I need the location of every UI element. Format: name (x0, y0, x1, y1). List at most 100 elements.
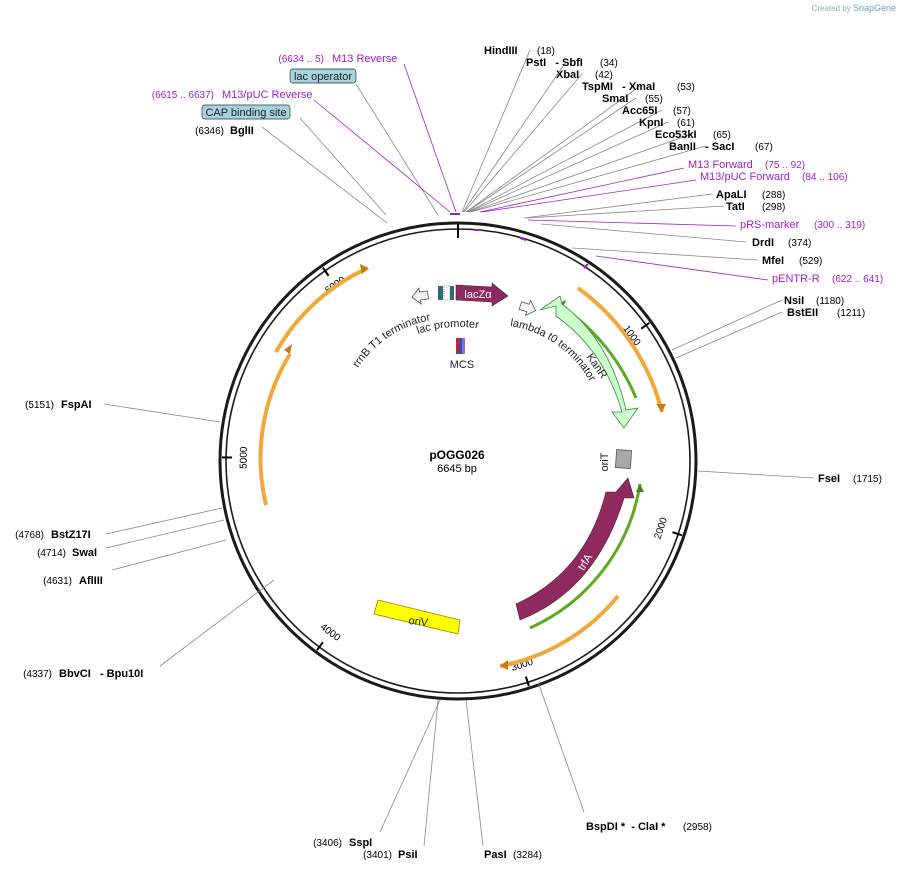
feature-oriv[interactable]: oriV (373, 599, 461, 635)
enzyme-label-bspdi[interactable]: BspDI * - ClaI * (2958) (586, 821, 712, 833)
enzyme-name: BstEII (787, 307, 818, 319)
lac-operator-block (443, 285, 451, 301)
lead-bsteii (675, 311, 783, 359)
primer-label-prs-marker[interactable]: pRS-marker (300 .. 319) (740, 219, 865, 231)
enzyme-pos: (2958) (683, 822, 712, 833)
enzyme-label-drdi[interactable]: DrdI (374) (752, 237, 811, 249)
enzyme-label-fspai[interactable]: (5151) FspAI (25, 399, 91, 411)
enzyme-name: KpnI (639, 117, 663, 129)
plasmid-name: pOGG026 (429, 448, 485, 462)
enzyme-label-apali[interactable]: ApaLI (288) (716, 189, 785, 201)
credit-prefix: Created by (811, 4, 851, 13)
enzyme-label-kpni[interactable]: KpnI (61) (639, 117, 695, 129)
enzyme-name: BspDI * - ClaI * (586, 821, 666, 833)
kanr-arrow (539, 295, 639, 429)
mcs-bar-2 (459, 338, 462, 354)
enzyme-label-psti[interactable]: PstI - SbfI (34) (526, 57, 618, 69)
rrnb-terminator-label: rrnB T1 terminator (351, 311, 432, 369)
enzyme-pos: (374) (788, 238, 811, 249)
lead-eco53ki (469, 133, 693, 213)
enzyme-name: NsiI (784, 295, 804, 307)
primer-label-m13-reverse[interactable]: (6634 .. 5) M13 Reverse (278, 53, 397, 65)
primer-name: M13/pUC Reverse (222, 89, 312, 101)
scale-tick (322, 266, 330, 277)
lacz-label: lacZα (464, 289, 492, 301)
feature-orit[interactable]: oriT (599, 449, 633, 472)
enzyme-label-swai[interactable]: (4714) SwaI (37, 547, 97, 559)
primer-leaders (313, 63, 769, 281)
feature-mcs[interactable]: MCS (450, 338, 474, 371)
enzyme-pos: (53) (677, 82, 695, 93)
lead-bglii (261, 126, 388, 224)
primer-label-pentr-r[interactable]: pENTR-R (622 .. 641) (772, 273, 883, 285)
enzyme-label-bglii[interactable]: (6346) BglII (195, 125, 254, 137)
orf-arrowhead-3 (656, 404, 666, 412)
primer-label-m13-forward[interactable]: M13 Forward (75 .. 92) (688, 159, 805, 171)
enzyme-name: PasI (484, 849, 507, 861)
enzyme-label-tati[interactable]: TatI (298) (726, 201, 785, 213)
feature-kanr[interactable]: KanR (539, 295, 639, 429)
lead-pasi (465, 699, 484, 847)
lead-m13-puc-reverse (313, 99, 451, 213)
enzyme-label-psii[interactable]: (3401) PsiI (363, 849, 417, 861)
lead-fsei (697, 470, 815, 479)
orf-arc-3 (576, 286, 664, 413)
enzyme-label-sspi[interactable]: (3406) SspI (313, 837, 372, 849)
feature-lacz[interactable]: lacZα (455, 282, 509, 307)
primer-label-m13-puc-forward[interactable]: M13/pUC Forward (84 .. 106) (700, 171, 848, 183)
lead-pentr-r (595, 255, 769, 281)
enzyme-label-banii[interactable]: BanII - SacI (67) (669, 141, 773, 153)
enzyme-pos: (42) (595, 70, 613, 81)
lead-kpni (468, 121, 669, 213)
enzyme-label-hindiii[interactable]: HindIII (18) (484, 45, 555, 57)
lead-swai (105, 519, 225, 549)
lac-operator-box[interactable]: lac operator (289, 68, 357, 84)
enzyme-label-eco53ki[interactable]: Eco53kI (65) (655, 129, 731, 141)
lead-hindiii (461, 49, 531, 213)
orf-arc-1 (274, 266, 369, 353)
lead-bstz17i (105, 507, 223, 535)
enzyme-name: ApaLI (716, 189, 747, 201)
enzyme-pos: (34) (600, 58, 618, 69)
enzyme-label-nsii[interactable]: NsiI (1180) (784, 295, 844, 307)
enzyme-name: AflIII (79, 575, 103, 587)
lead-acc65i (467, 109, 663, 213)
scale-tick (524, 676, 530, 687)
enzyme-label-mfei[interactable]: MfeI (529) (762, 255, 822, 267)
enzyme-label-acc65i[interactable]: Acc65I (57) (622, 105, 691, 117)
enzyme-label-fsei[interactable]: FseI (1715) (818, 473, 882, 485)
enzyme-name: BstZ17I (51, 529, 91, 541)
lead-psti (462, 61, 567, 213)
cap-site-box[interactable]: CAP binding site (201, 104, 291, 120)
enzyme-label-xbai[interactable]: XbaI (42) (556, 69, 613, 81)
scale-tick-label: 2000 (653, 516, 671, 541)
primer-name: pRS-marker (740, 219, 800, 231)
enzyme-label-afliii[interactable]: (4631) AflIII (43, 575, 103, 587)
scale-tick-label: 4000 (318, 622, 343, 644)
primer-mark-prs (519, 237, 527, 241)
enzyme-name: BglII (230, 125, 254, 137)
lead-bspdi (537, 681, 585, 813)
enzyme-pos: (61) (677, 118, 695, 129)
enzyme-pos: (18) (537, 46, 555, 57)
enzyme-name: SspI (349, 837, 372, 849)
enzyme-pos: (55) (645, 94, 663, 105)
lac-operator-label: lac operator (294, 71, 352, 83)
enzyme-label-smai[interactable]: SmaI (55) (602, 93, 663, 105)
mcs-label: MCS (450, 359, 474, 371)
primer-label-m13-puc-reverse[interactable]: (6615 .. 6637) M13/pUC Reverse (152, 89, 313, 101)
enzyme-label-bbvci[interactable]: (4337) BbvCI - Bpu10I (23, 668, 143, 680)
cap-site-block (450, 286, 454, 300)
lead-xbai (463, 73, 583, 213)
enzyme-label-pasi[interactable]: PasI (3284) (484, 849, 542, 861)
mcs-bar-3 (462, 338, 465, 354)
enzyme-label-bstz17i[interactable]: (4768) BstZ17I (15, 529, 91, 541)
enzyme-name: HindIII (484, 45, 518, 57)
enzyme-pos: (4337) (23, 669, 52, 680)
enzyme-label-tspmi[interactable]: TspMI - XmaI (53) (582, 81, 695, 93)
cap-site-label: CAP binding site (205, 107, 286, 119)
lead-tati (525, 205, 725, 219)
enzyme-label-bsteii[interactable]: BstEII (1211) (787, 307, 865, 319)
lead-psii (423, 699, 439, 847)
